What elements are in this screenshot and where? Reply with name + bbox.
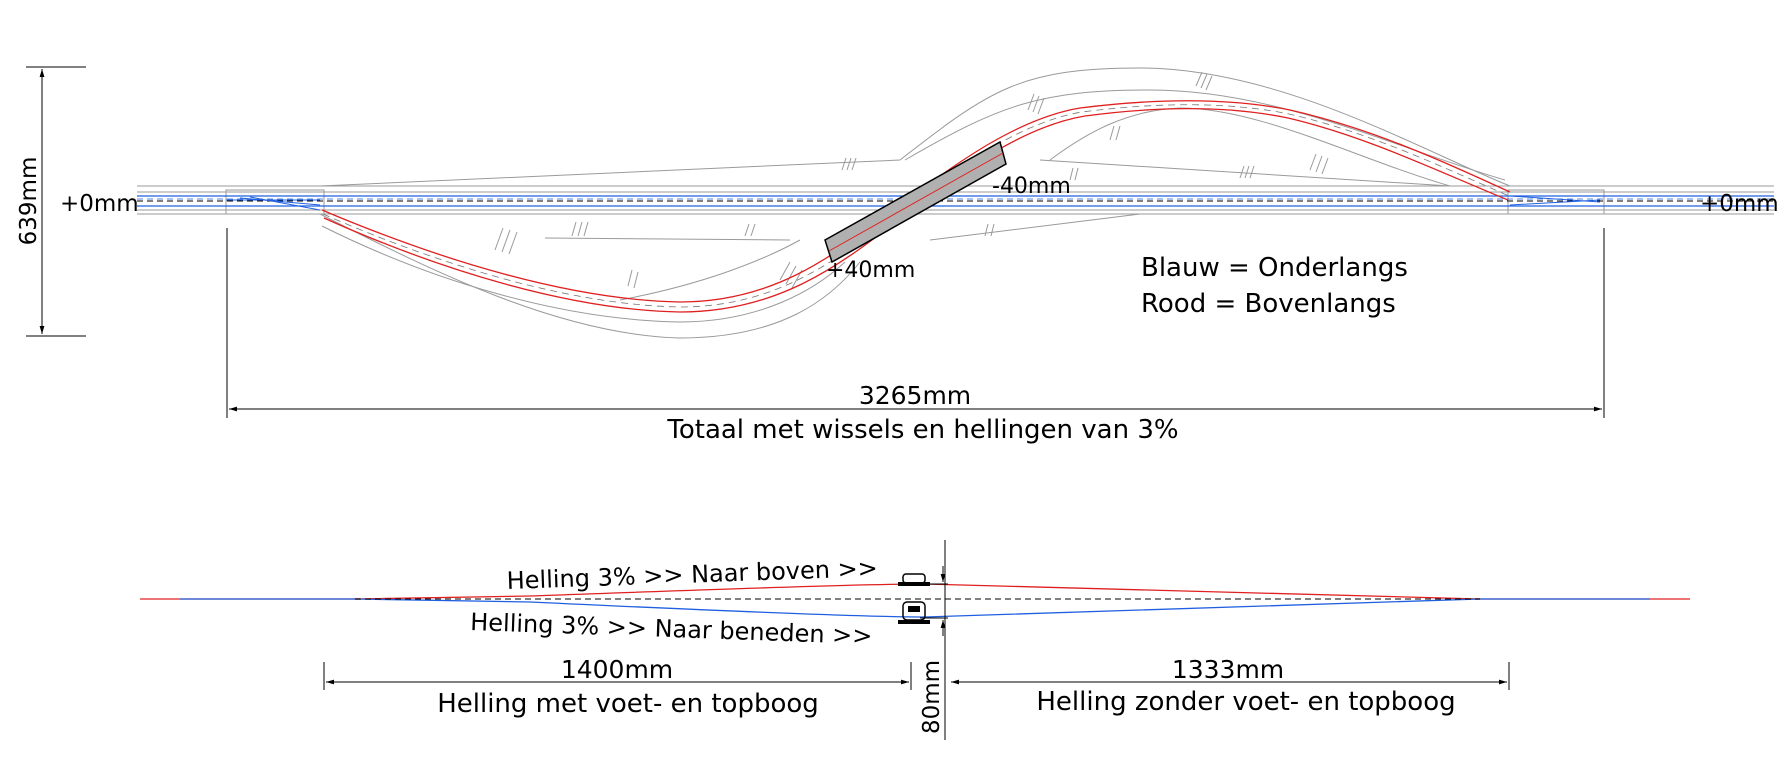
main-line bbox=[137, 195, 1774, 211]
high-level-label: -40mm bbox=[992, 174, 1071, 199]
train-icon-lower bbox=[898, 601, 930, 624]
total-length-dimension: 3265mm Totaal met wissels en hellingen v… bbox=[226, 228, 1605, 445]
clearance-label: 80mm bbox=[919, 660, 945, 734]
total-length-label: 3265mm bbox=[859, 381, 971, 410]
height-dimension: 639mm bbox=[16, 66, 86, 337]
legend-blue: Blauw = Onderlangs bbox=[1141, 253, 1408, 283]
profile-view: Helling 3% >> Naar boven >> Helling 3% >… bbox=[140, 540, 1690, 740]
legend-red: Rood = Bovenlangs bbox=[1141, 289, 1396, 319]
right-level-label: +0mm bbox=[1700, 191, 1779, 217]
low-level-label: +40mm bbox=[826, 258, 915, 283]
left-length-dimension: 1400mm Helling met voet- en topboog bbox=[323, 655, 912, 719]
right-caption: Helling zonder voet- en topboog bbox=[1036, 687, 1455, 717]
left-level-label: +0mm bbox=[60, 191, 139, 217]
right-length-dimension: 1333mm Helling zonder voet- en topboog bbox=[951, 655, 1510, 717]
left-length-label: 1400mm bbox=[561, 655, 673, 684]
right-length-label: 1333mm bbox=[1172, 655, 1284, 684]
plan-view: 639mm bbox=[16, 66, 1779, 445]
left-caption: Helling met voet- en topboog bbox=[437, 689, 819, 719]
train-icon-upper bbox=[898, 573, 930, 586]
bridge bbox=[824, 140, 1007, 264]
total-caption: Totaal met wissels en hellingen van 3% bbox=[666, 415, 1178, 445]
track-outline bbox=[137, 67, 1774, 339]
height-label: 639mm bbox=[16, 157, 42, 246]
slope-up-label: Helling 3% >> Naar boven >> bbox=[506, 554, 878, 595]
clearance-dimension: 80mm bbox=[919, 540, 948, 740]
platform-hatching bbox=[494, 71, 1329, 289]
